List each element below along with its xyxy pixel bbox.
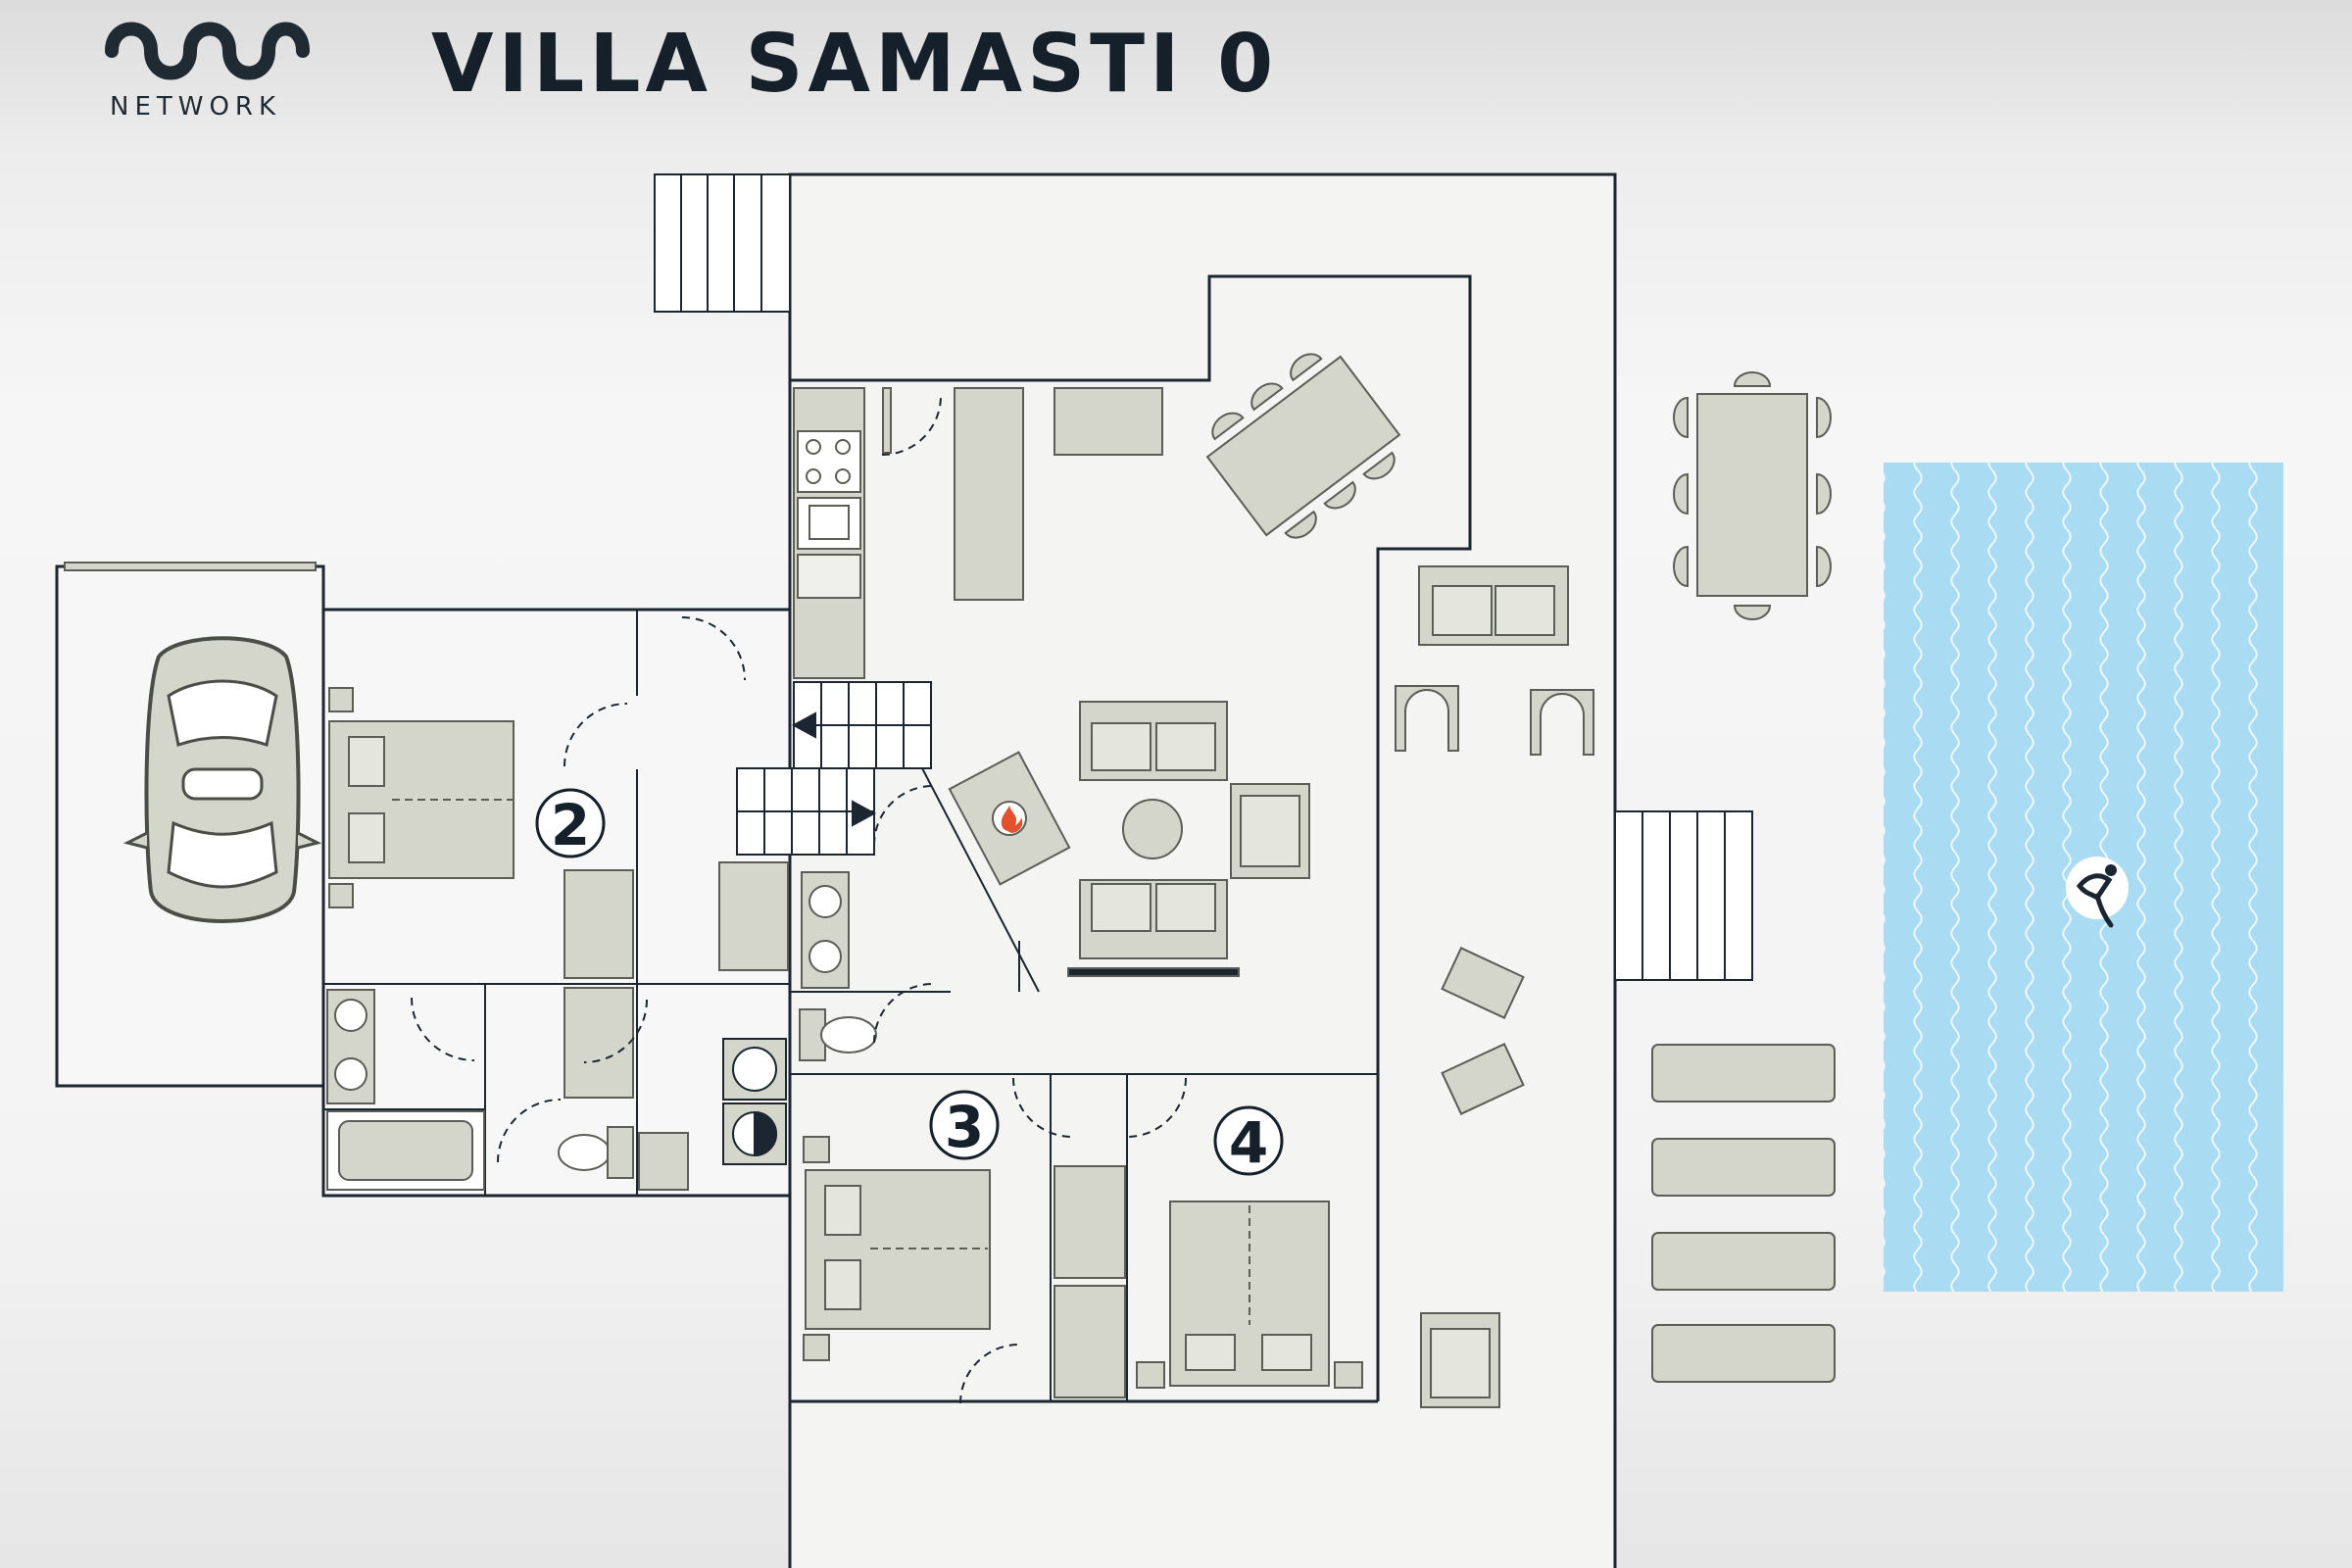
pool	[1884, 463, 2283, 1292]
room-2-label: 2	[551, 792, 590, 858]
room-3-badge: 3	[929, 1090, 1000, 1160]
dining-table-outdoor	[1673, 371, 1832, 620]
room-3-label: 3	[945, 1094, 984, 1160]
pool-steps	[1614, 810, 1753, 981]
bathroom-left	[326, 989, 689, 1191]
car-icon	[122, 636, 322, 923]
brand-logo-icon	[105, 22, 310, 80]
living-room	[1067, 701, 1310, 977]
door-swings	[411, 395, 1187, 1404]
bedroom-3	[803, 1136, 1126, 1398]
room-2-badge: 2	[535, 788, 606, 858]
interior-stairs	[736, 681, 932, 856]
room-4-label: 4	[1229, 1109, 1268, 1176]
room-4-badge: 4	[1213, 1105, 1284, 1176]
kitchen	[793, 387, 1163, 679]
page-title: VILLA SAMASTI 0	[431, 18, 1279, 111]
header: NETWORK VILLA SAMASTI 0	[0, 0, 2352, 147]
swimmer-icon	[2066, 857, 2129, 919]
fireplace	[948, 751, 1071, 886]
interior-walls	[790, 274, 1472, 1403]
bathroom-center	[799, 871, 877, 1061]
bedroom-2	[328, 687, 789, 1099]
terrace-loungers	[1441, 947, 1525, 1115]
entrance-steps	[654, 173, 791, 313]
bedroom-4	[1136, 1200, 1363, 1389]
brand-logo-text: NETWORK	[110, 92, 282, 122]
left-wing	[321, 608, 792, 1198]
dining-table-indoor	[1205, 353, 1401, 539]
washing-machine-icon	[732, 1047, 777, 1092]
terrace-furniture	[1395, 565, 1594, 1408]
laundry	[722, 1038, 787, 1165]
fireplace-icon	[1001, 806, 1023, 833]
sun-loungers	[1651, 1044, 1836, 1383]
